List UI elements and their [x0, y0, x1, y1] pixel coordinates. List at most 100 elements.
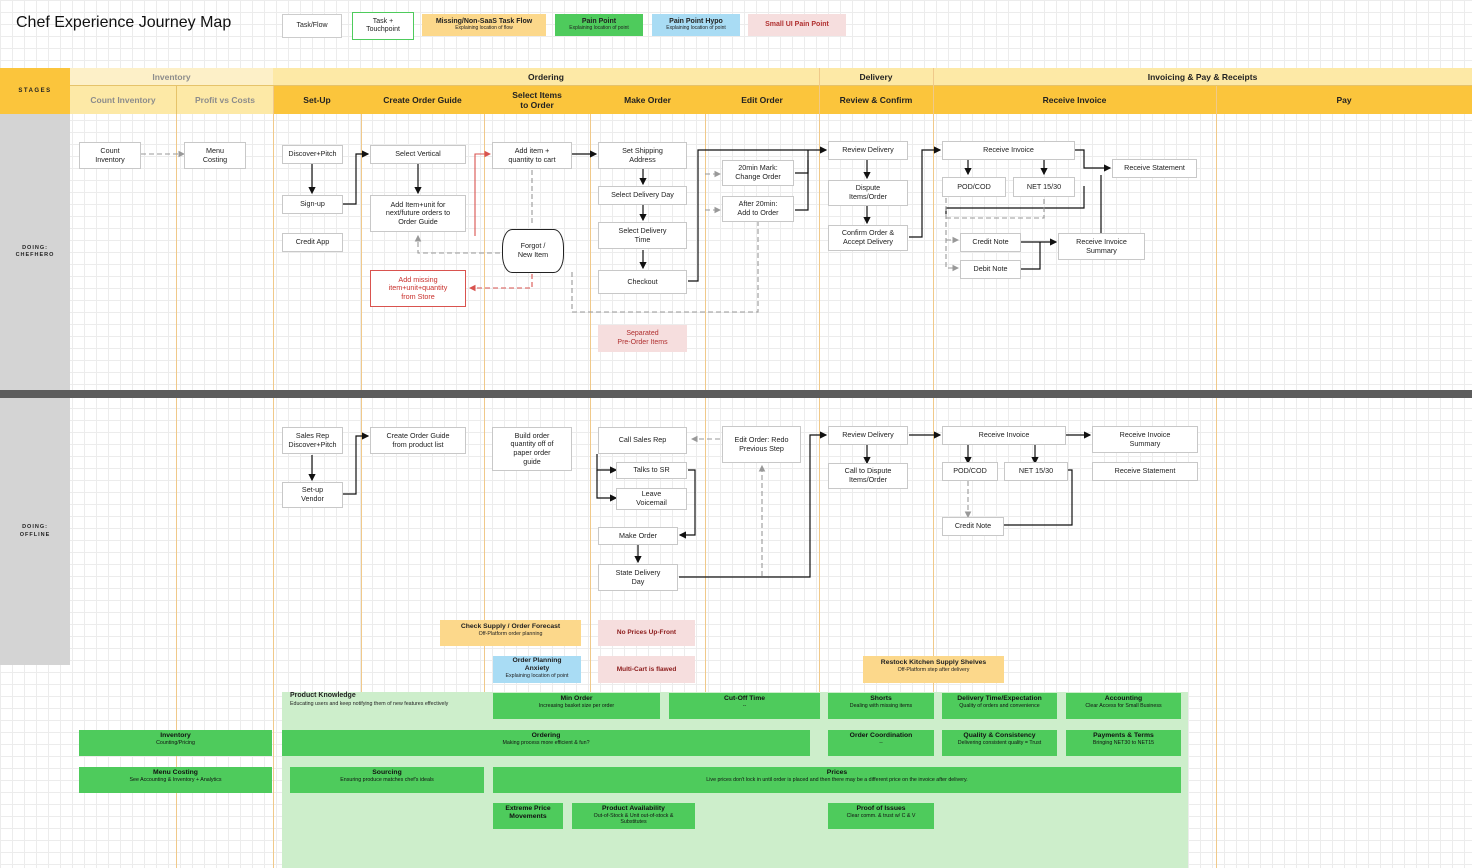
- node-pod-cod-offline[interactable]: POD/COD: [942, 462, 998, 481]
- node-invoice-summary-offline[interactable]: Receive Invoice Summary: [1092, 426, 1198, 453]
- restock-title: Restock Kitchen Supply Shelves: [880, 659, 987, 666]
- pain-inventory-title: Inventory: [160, 732, 191, 739]
- legend-pain-title: Pain Point: [581, 18, 617, 26]
- node-review-delivery[interactable]: Review Delivery: [828, 141, 908, 160]
- node-add-item-unit[interactable]: Add Item+unit for next/future orders to …: [370, 195, 466, 232]
- node-setup-vendor[interactable]: Set-up Vendor: [282, 482, 343, 508]
- pain-payments-title: Payments & Terms: [1093, 732, 1154, 739]
- stage-review-confirm: Review & Confirm: [819, 86, 933, 114]
- node-20min-mark[interactable]: 20min Mark: Change Order: [722, 160, 794, 186]
- pain-ordering-title: Ordering: [531, 732, 561, 739]
- order-anxiety-sub: Explaining location of point: [505, 672, 569, 679]
- node-net-terms-offline[interactable]: NET 15/30: [1004, 462, 1068, 481]
- node-checkout[interactable]: Checkout: [598, 270, 687, 294]
- pain-availability-sub: Out-of-Stock & Unit out-of-stock & Subst…: [593, 812, 674, 825]
- node-menu-costing[interactable]: Menu Costing: [184, 142, 246, 169]
- node-after-20min[interactable]: After 20min: Add to Order: [722, 196, 794, 222]
- node-confirm-accept[interactable]: Confirm Order & Accept Delivery: [828, 225, 908, 251]
- node-leave-voicemail[interactable]: Leave Voicemail: [616, 488, 687, 510]
- column-divider: [933, 68, 934, 868]
- node-call-sales-rep[interactable]: Call Sales Rep: [598, 427, 687, 454]
- stage-make-order: Make Order: [590, 86, 705, 114]
- node-edit-redo[interactable]: Edit Order: Redo Previous Step: [722, 426, 801, 463]
- pain-sourcing-title: Sourcing: [372, 769, 402, 776]
- page-title: Chef Experience Journey Map: [16, 14, 232, 31]
- order-anxiety-title: Order Planning Anxiety: [512, 657, 562, 672]
- node-make-order-offline[interactable]: Make Order: [598, 527, 678, 545]
- node-sales-rep-pitch[interactable]: Sales Rep Discover+Pitch: [282, 427, 343, 454]
- node-talks-sr[interactable]: Talks to SR: [616, 462, 687, 479]
- node-add-missing-item[interactable]: Add missing item+unit+quantity from Stor…: [370, 270, 466, 307]
- node-build-order[interactable]: Build order quantity off of paper order …: [492, 427, 572, 471]
- stage-select-items: Select Items to Order: [484, 86, 590, 114]
- stage-pay: Pay: [1216, 86, 1472, 114]
- pain-proof-sub: Clear comm. & trust w/ C & V: [846, 812, 916, 819]
- node-review-delivery-offline[interactable]: Review Delivery: [828, 426, 908, 445]
- node-credit-note-offline[interactable]: Credit Note: [942, 517, 1004, 536]
- column-divider: [484, 114, 485, 868]
- small-pain-no-prices: No Prices Up-Front: [598, 620, 695, 646]
- legend-touchpoint-label: Task + Touchpoint: [366, 17, 400, 33]
- pain-min-order-sub: Increasing basket size per order: [538, 702, 615, 709]
- legend-pain-sub: Explaining location of point: [569, 25, 629, 32]
- pain-extreme-price-title: Extreme Price Movements: [505, 805, 551, 820]
- pain-delivery-time-sub: Quality of orders and convenience: [959, 702, 1040, 709]
- node-dispute[interactable]: Dispute Items/Order: [828, 180, 908, 206]
- stages-label: STAGES: [0, 68, 70, 114]
- node-receive-invoice[interactable]: Receive Invoice: [942, 141, 1075, 160]
- column-divider: [1216, 86, 1217, 868]
- node-count-inventory[interactable]: Count Inventory: [79, 142, 141, 169]
- node-invoice-summary[interactable]: Receive Invoice Summary: [1058, 233, 1145, 260]
- node-receive-statement[interactable]: Receive Statement: [1112, 159, 1197, 178]
- node-select-delivery-time[interactable]: Select Delivery Time: [598, 222, 687, 249]
- pain-order-coord-sub: --: [879, 739, 883, 746]
- node-state-delivery-day[interactable]: State Delivery Day: [598, 564, 678, 591]
- stage-receive-invoice: Receive Invoice: [933, 86, 1216, 114]
- stage-create-order-guide: Create Order Guide: [361, 86, 484, 114]
- node-receive-invoice-offline[interactable]: Receive Invoice: [942, 426, 1066, 445]
- node-debit-note[interactable]: Debit Note: [960, 260, 1021, 279]
- node-create-guide-offline[interactable]: Create Order Guide from product list: [370, 427, 466, 454]
- node-forgot-new-item[interactable]: Forgot / New Item: [502, 229, 564, 273]
- node-add-item-cart[interactable]: Add item + quantity to cart: [492, 142, 572, 169]
- node-credit-app[interactable]: Credit App: [282, 233, 343, 252]
- node-select-vertical[interactable]: Select Vertical: [370, 145, 466, 164]
- node-set-shipping[interactable]: Set Shipping Address: [598, 142, 687, 169]
- pain-accounting-sub: Clear Access for Small Business: [1085, 702, 1162, 709]
- pain-proof-title: Proof of Issues: [856, 805, 906, 812]
- node-discover-pitch[interactable]: Discover+Pitch: [282, 145, 343, 164]
- legend-task-flow: Task/Flow: [282, 14, 342, 38]
- stage-setup: Set-Up: [273, 86, 361, 114]
- column-divider: [176, 114, 177, 868]
- pain-min-order-title: Min Order: [560, 695, 593, 702]
- stage-profit-vs-costs: Profit vs Costs: [176, 86, 273, 114]
- node-signup[interactable]: Sign-up: [282, 195, 343, 214]
- node-credit-note[interactable]: Credit Note: [960, 233, 1021, 252]
- node-select-delivery-day[interactable]: Select Delivery Day: [598, 186, 687, 205]
- node-net-terms[interactable]: NET 15/30: [1013, 177, 1075, 197]
- node-receive-statement-offline[interactable]: Receive Statement: [1092, 462, 1198, 481]
- check-supply-sub: Off-Platform order planning: [478, 630, 543, 637]
- phase-delivery: Delivery: [819, 68, 933, 86]
- pain-ordering-sub: Making process more efficient & fun?: [502, 739, 590, 746]
- lane-separator: [0, 390, 1472, 398]
- legend-missing-title: Missing/Non-SaaS Task Flow: [435, 18, 533, 26]
- legend-missing-sub: Explaining location of flow: [455, 25, 513, 32]
- legend-touchpoint: Task + Touchpoint: [352, 12, 414, 40]
- node-pod-cod[interactable]: POD/COD: [942, 177, 1006, 197]
- node-call-dispute[interactable]: Call to Dispute Items/Order: [828, 463, 908, 489]
- check-supply-title: Check Supply / Order Forecast: [460, 623, 561, 630]
